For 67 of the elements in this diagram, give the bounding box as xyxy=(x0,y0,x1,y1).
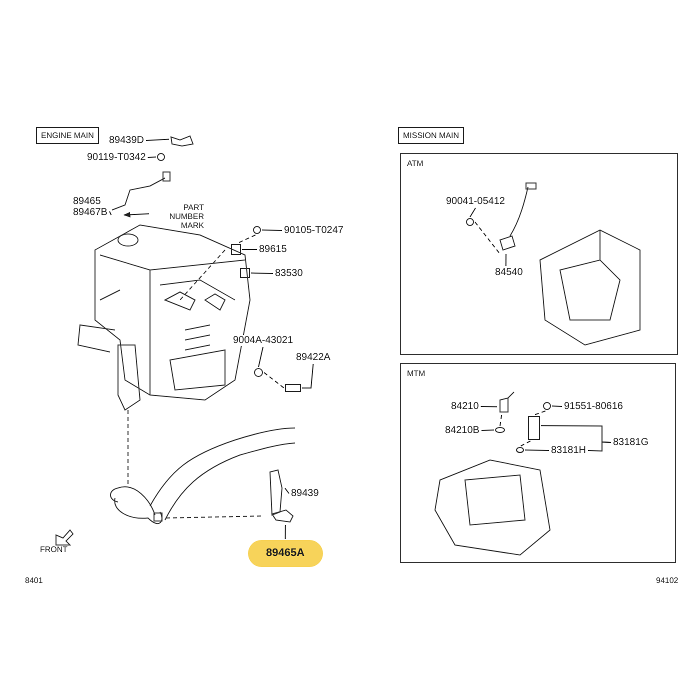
leader-line xyxy=(552,406,562,407)
panel-frame xyxy=(400,153,678,355)
highlighted-callout-number: 89465A xyxy=(248,540,323,567)
leader-line xyxy=(258,346,264,368)
page-code: 8401 xyxy=(25,576,43,585)
leader-line xyxy=(470,208,476,218)
sensor-icon xyxy=(231,244,241,255)
leader-line xyxy=(505,254,506,266)
direction-label: FRONT xyxy=(40,545,68,554)
bolt-icon xyxy=(157,153,165,161)
leader-line xyxy=(588,441,612,452)
leader-line xyxy=(146,138,170,141)
callout-number: 84210 xyxy=(450,401,480,412)
sensor-icon xyxy=(240,268,250,278)
callout-number: 90105-T0247 xyxy=(283,225,344,236)
callout-number: 89465 xyxy=(73,196,102,207)
assembly-line xyxy=(474,222,500,254)
assembly-line xyxy=(520,440,531,446)
leader-line xyxy=(284,524,286,540)
callout-number: 84210B xyxy=(444,425,480,436)
assembly-line xyxy=(264,372,284,388)
o-ring-icon xyxy=(495,427,505,433)
assembly-line xyxy=(238,234,256,244)
panel-heading: MTM xyxy=(407,368,426,379)
o-ring-icon xyxy=(516,447,524,453)
leader-line xyxy=(302,364,314,388)
callout-number: 89439D xyxy=(108,135,146,146)
callout-number: 83181G xyxy=(612,437,650,448)
callout-number: 83181H xyxy=(550,445,588,456)
callout-number: 84540 xyxy=(494,267,524,278)
leader-line xyxy=(242,249,258,250)
sensor-icon xyxy=(528,416,540,440)
bolt-icon xyxy=(466,218,474,226)
callout-number: 90119-T0342 xyxy=(86,152,147,163)
bracket-drawing xyxy=(268,469,284,517)
leader-line xyxy=(147,156,156,158)
leader-line xyxy=(262,230,282,231)
callout-number: 90041-05412 xyxy=(445,196,506,207)
leader-line xyxy=(109,210,112,216)
panel-frame xyxy=(400,363,676,563)
bolt-icon xyxy=(253,226,261,234)
section-title-box: ENGINE MAIN xyxy=(36,127,99,144)
callout-number: 91551-80616 xyxy=(563,401,624,412)
page-code: 94102 xyxy=(656,576,678,585)
bolt-icon xyxy=(543,402,551,410)
callout-number: 89422A xyxy=(295,352,332,363)
note-text: PART NUMBER MARK xyxy=(150,203,204,230)
oxygen-sensor-drawing xyxy=(271,508,295,524)
assembly-line xyxy=(534,410,546,416)
section-title-box: MISSION MAIN xyxy=(398,127,464,144)
sensor-icon xyxy=(285,384,301,392)
leader-line xyxy=(480,406,498,408)
leader-line xyxy=(481,430,494,431)
leader-line xyxy=(284,488,290,494)
switch-icon xyxy=(498,390,516,414)
callout-number: 83530 xyxy=(274,268,304,279)
callout-number: 89467B xyxy=(73,207,108,218)
callout-number: 89439 xyxy=(290,488,320,499)
callout-number: 9004A-43021 xyxy=(232,335,294,346)
panel-heading: ATM xyxy=(407,158,424,169)
assembly-line xyxy=(500,414,502,426)
callout-number: 89615 xyxy=(258,244,288,255)
sensor-icon xyxy=(170,134,194,147)
washer-icon xyxy=(254,368,263,377)
leader-line xyxy=(250,272,274,274)
leader-line xyxy=(524,450,550,451)
pointer-arrow xyxy=(123,212,150,218)
